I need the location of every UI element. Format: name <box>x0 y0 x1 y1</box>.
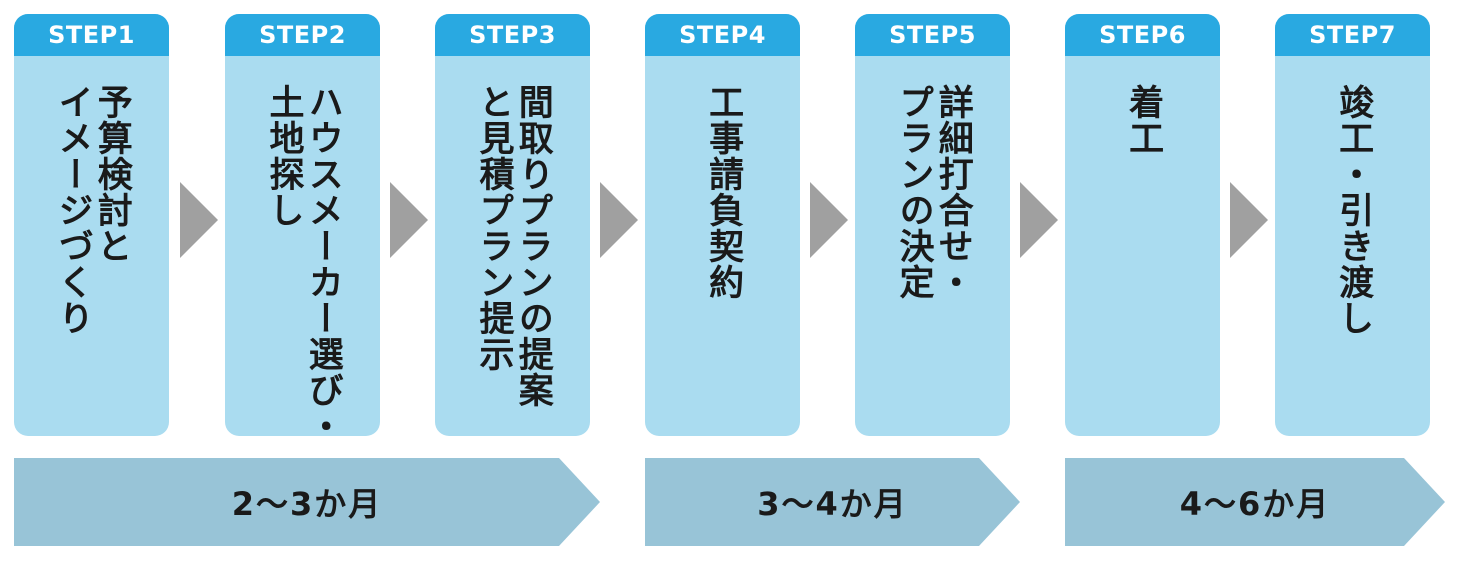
step-card-7: STEP7 竣工・引き渡し <box>1275 14 1430 436</box>
step-label: STEP6 <box>1065 14 1220 56</box>
step-card-3: STEP3 間取りプランの提案 と見積プラン提示 <box>435 14 590 436</box>
step-label: STEP4 <box>645 14 800 56</box>
arrow-right-icon <box>1230 182 1268 258</box>
duration-label: 4〜6か月 <box>1179 485 1331 523</box>
step-card-5: STEP5 詳細打合せ・ プランの決定 <box>855 14 1010 436</box>
arrow-right-icon <box>390 182 428 258</box>
duration-bar-2: 3〜4か月 <box>645 458 1020 546</box>
step-text: 間取りプランの提案 と見積プラン提示 <box>473 84 553 408</box>
step-label: STEP3 <box>435 14 590 56</box>
step-text: 工事請負契約 <box>703 84 744 300</box>
arrow-right-icon <box>810 182 848 258</box>
step-label: STEP2 <box>225 14 380 56</box>
step-text: 詳細打合せ・ プランの決定 <box>893 84 973 300</box>
step-card-2: STEP2 ハウスメーカー選び・ 土地探し <box>225 14 380 436</box>
step-label: STEP7 <box>1275 14 1430 56</box>
duration-bar-1: 2〜3か月 <box>14 458 600 546</box>
step-label: STEP5 <box>855 14 1010 56</box>
arrow-right-icon <box>1020 182 1058 258</box>
arrow-right-icon <box>600 182 638 258</box>
step-card-1: STEP1 予算検討と イメージづくり <box>14 14 169 436</box>
step-card-6: STEP6 着工 <box>1065 14 1220 436</box>
step-card-4: STEP4 工事請負契約 <box>645 14 800 436</box>
duration-bar-3: 4〜6か月 <box>1065 458 1445 546</box>
step-label: STEP1 <box>14 14 169 56</box>
step-text: 着工 <box>1123 84 1164 156</box>
step-text: 予算検討と イメージづくり <box>52 84 132 336</box>
step-text: ハウスメーカー選び・ 土地探し <box>263 84 343 436</box>
arrow-right-icon <box>180 182 218 258</box>
duration-label: 2〜3か月 <box>231 485 383 523</box>
duration-label: 3〜4か月 <box>757 485 908 523</box>
step-text: 竣工・引き渡し <box>1333 84 1374 336</box>
